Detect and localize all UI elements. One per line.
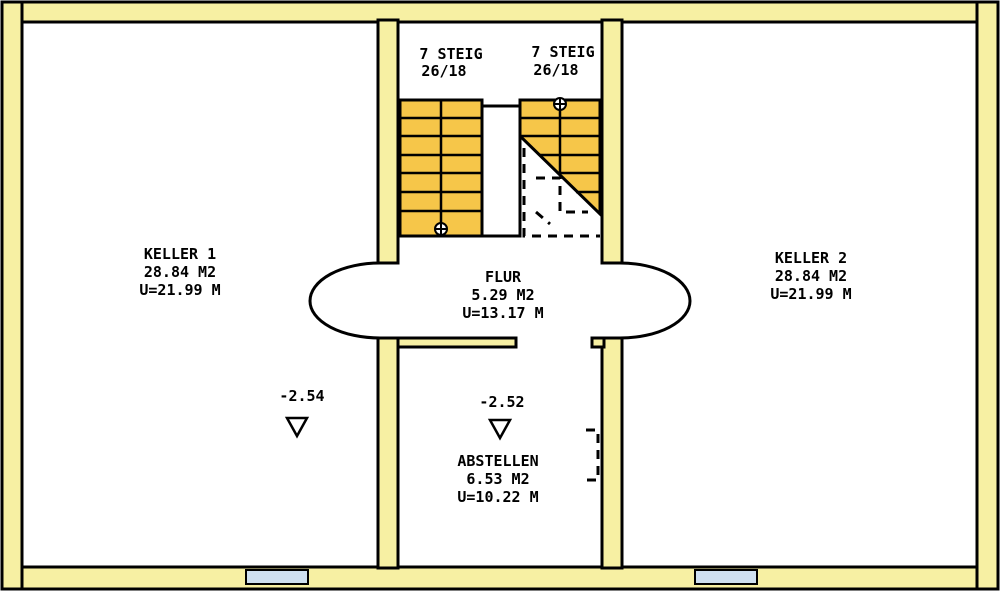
room-name: FLUR (485, 268, 522, 286)
room-label-keller2: KELLER 2 28.84 M2 U=21.99 M (770, 249, 851, 303)
room-label-abstellen: ABSTELLEN 6.53 M2 U=10.22 M (457, 452, 538, 506)
stair-right (518, 97, 602, 238)
room-area: 6.53 M2 (466, 470, 529, 488)
hall-bay-right (619, 261, 692, 340)
window-left (245, 569, 309, 585)
hall-bay-left (308, 261, 381, 340)
stair-left-steps: 7 STEIG (419, 45, 482, 63)
stair-label-left: 7 STEIG 26/18 (419, 45, 482, 80)
room-perimeter: U=21.99 M (770, 285, 851, 303)
storage-dashed-shelf (586, 428, 600, 482)
room-perimeter: U=10.22 M (457, 488, 538, 506)
stair-left-ratio: 26/18 (421, 62, 466, 80)
stair-left (398, 98, 484, 238)
room-area: 28.84 M2 (144, 263, 216, 281)
room-area: 5.29 M2 (471, 286, 534, 304)
room-perimeter: U=21.99 M (139, 281, 220, 299)
stair-right-steps: 7 STEIG (531, 43, 594, 61)
room-perimeter: U=13.17 M (462, 304, 543, 322)
level-triangle-icon (284, 416, 310, 439)
stair-well (480, 104, 522, 238)
room-area: 28.84 M2 (775, 267, 847, 285)
level-marker-keller1: -2.54 (279, 387, 325, 439)
room-label-flur: FLUR 5.29 M2 U=13.17 M (462, 268, 543, 322)
stair-right-ratio: 26/18 (533, 61, 578, 79)
interior-walls (376, 18, 624, 570)
level-label-abstellen: -2.52 (479, 393, 524, 411)
level-marker-abstellen: -2.52 (479, 393, 525, 441)
room-name: ABSTELLEN (457, 452, 538, 470)
stair-label-right: 7 STEIG 26/18 (531, 43, 594, 79)
level-label-keller1: -2.54 (279, 387, 324, 405)
level-triangle-icon (487, 418, 513, 441)
room-label-keller1: KELLER 1 28.84 M2 U=21.99 M (139, 245, 220, 299)
room-name: KELLER 2 (775, 249, 847, 267)
window-right (694, 569, 758, 585)
room-name: KELLER 1 (144, 245, 216, 263)
